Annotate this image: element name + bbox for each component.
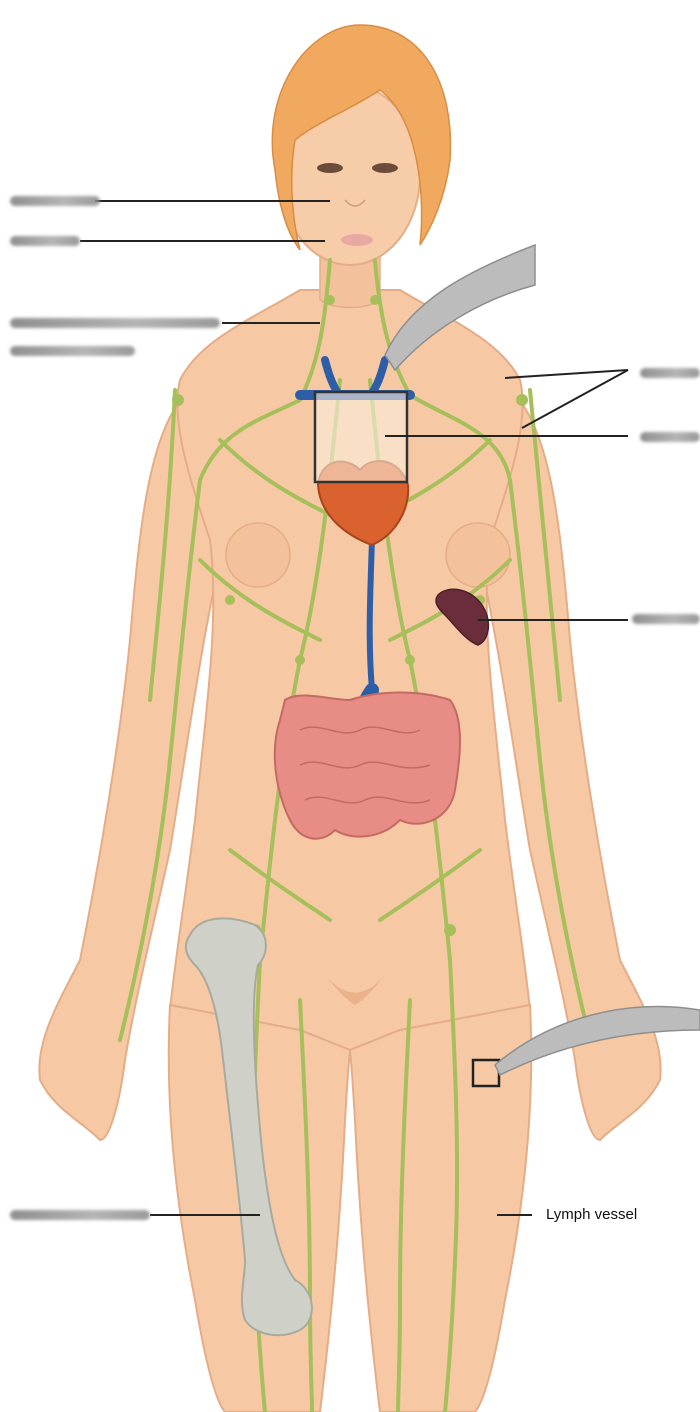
redacted-label	[10, 196, 100, 206]
redacted-label	[10, 318, 220, 328]
redacted-label	[10, 346, 135, 356]
redacted-label	[640, 368, 700, 378]
lymph-vessel-zoom-box	[473, 1060, 499, 1086]
intestine-organ	[275, 693, 460, 839]
redacted-label	[640, 432, 700, 442]
leader-line-4a	[505, 370, 628, 378]
redacted-label	[10, 1210, 150, 1220]
redacted-label	[10, 236, 80, 246]
redacted-label	[632, 614, 700, 624]
leader-line-4b	[522, 370, 628, 428]
lymph-vessel-label: Lymph vessel	[546, 1206, 637, 1223]
